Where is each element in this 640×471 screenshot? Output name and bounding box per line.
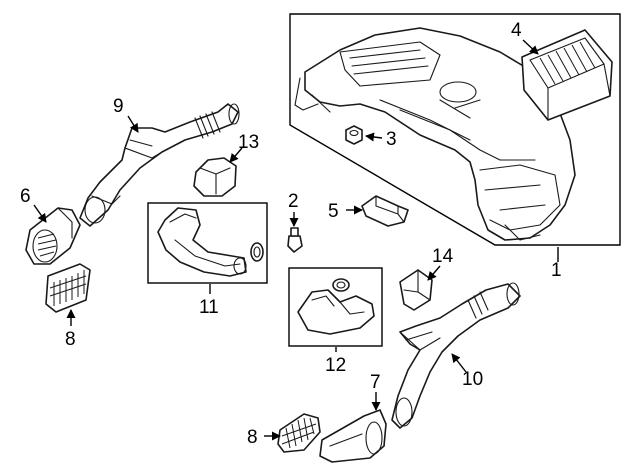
callout-8-lower: 8 bbox=[247, 427, 258, 448]
leader-4 bbox=[522, 39, 539, 55]
inlet-duct-lower bbox=[319, 409, 387, 463]
leader-3 bbox=[365, 132, 383, 142]
intake-duct-upper bbox=[79, 103, 240, 227]
callout-2: 2 bbox=[288, 191, 299, 212]
leader-6 bbox=[33, 204, 47, 223]
duct-bracket bbox=[399, 269, 433, 311]
callout-4: 4 bbox=[511, 20, 522, 41]
temperature-sensor bbox=[287, 227, 303, 253]
leader-14 bbox=[427, 265, 441, 281]
leader-13 bbox=[229, 147, 243, 163]
inlet-grille-lower bbox=[277, 413, 321, 453]
air-cleaner-assembly-frame bbox=[289, 13, 621, 246]
nut-fastener bbox=[345, 125, 363, 145]
leader-9 bbox=[127, 115, 139, 133]
hose-kit-box-12 bbox=[288, 267, 383, 347]
inlet-duct-end bbox=[25, 207, 81, 265]
callout-3: 3 bbox=[386, 129, 397, 150]
leader-lines bbox=[33, 39, 559, 441]
callout-labels: 1 2 3 4 5 6 7 8 8 9 10 11 12 13 14 bbox=[20, 20, 562, 448]
callout-11: 11 bbox=[199, 297, 219, 318]
rubber-sleeve bbox=[193, 157, 237, 197]
callout-9: 9 bbox=[113, 96, 124, 117]
callout-1: 1 bbox=[551, 260, 562, 281]
callout-12: 12 bbox=[325, 355, 346, 376]
callout-7: 7 bbox=[370, 372, 381, 393]
leader-10 bbox=[451, 353, 467, 373]
callout-8-upper: 8 bbox=[65, 329, 76, 350]
callout-14: 14 bbox=[432, 246, 454, 267]
intake-duct-lower bbox=[391, 282, 521, 429]
hose-kit-box-11 bbox=[147, 202, 268, 284]
callout-5: 5 bbox=[328, 201, 339, 222]
callout-6: 6 bbox=[20, 186, 31, 207]
air-cleaner-housing bbox=[294, 27, 576, 241]
air-filter-element bbox=[521, 29, 613, 121]
inlet-grille-upper bbox=[45, 263, 91, 313]
callout-10: 10 bbox=[462, 369, 483, 390]
mass-airflow-sensor bbox=[361, 195, 409, 227]
callout-13: 13 bbox=[238, 132, 259, 153]
